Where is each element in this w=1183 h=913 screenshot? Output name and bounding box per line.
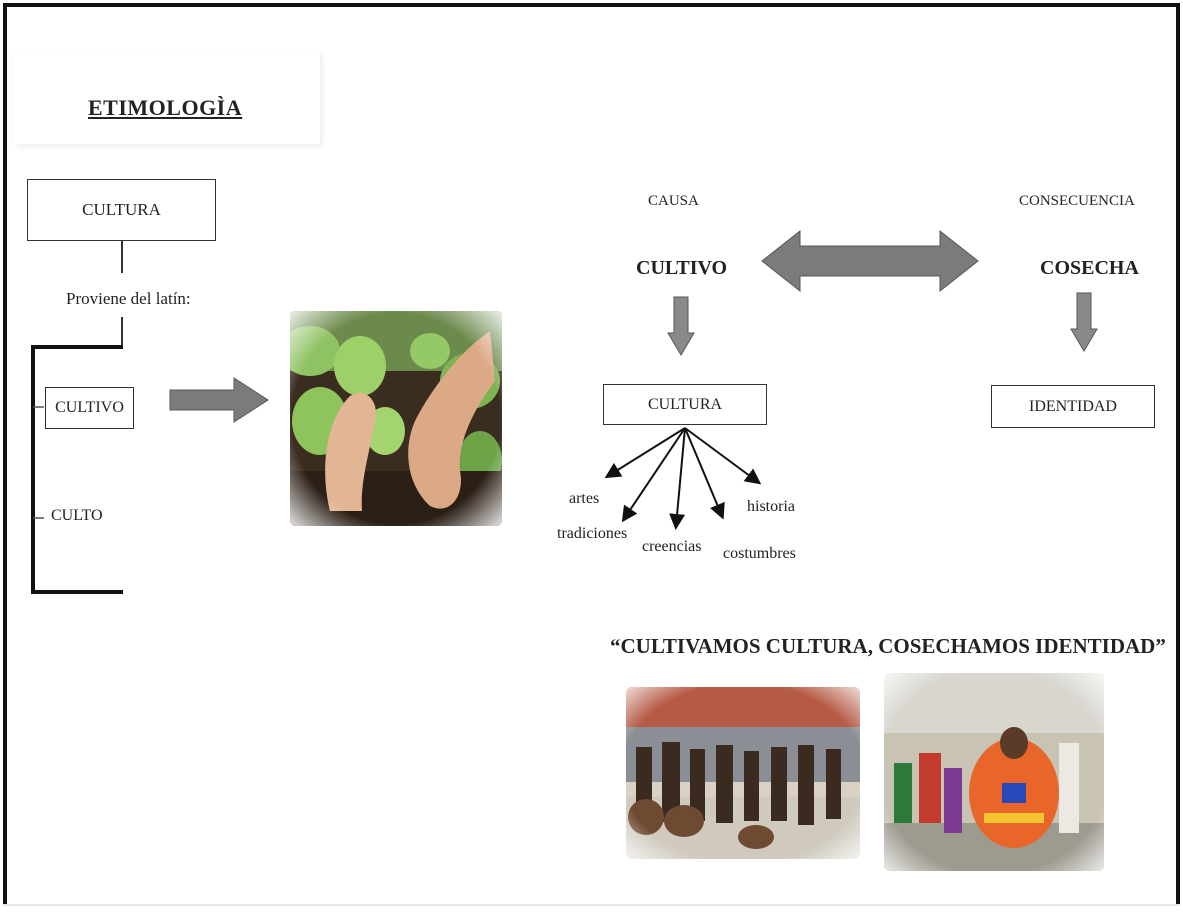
slogan-quote: “CULTIVAMOS CULTURA, COSECHAMOS IDENTIDA… — [610, 634, 1166, 658]
cultura-result-box: CULTURA — [603, 384, 767, 425]
double-arrow-icon — [761, 229, 979, 293]
right-arrow-icon — [169, 377, 269, 423]
cause-word: CULTIVO — [636, 257, 728, 279]
festival-dancers-photo — [884, 673, 1104, 871]
identidad-result-box: IDENTIDAD — [991, 385, 1155, 428]
page-title: ETIMOLOGÌA — [88, 95, 243, 120]
cultura-root-label: CULTURA — [82, 200, 161, 219]
down-arrow-icon — [1070, 292, 1098, 352]
culto-branch-label: CULTO — [51, 507, 103, 524]
identidad-result-label: IDENTIDAD — [1029, 397, 1117, 415]
bracket-lines — [31, 345, 123, 594]
cultura-result-label: CULTURA — [647, 395, 723, 413]
consequence-word: COSECHA — [1040, 257, 1139, 279]
element-costumbres: costumbres — [723, 545, 796, 562]
cause-label: CAUSA — [648, 193, 699, 209]
page-frame — [3, 3, 1180, 905]
origin-label: Proviene del latín: — [66, 289, 191, 308]
consequence-label: CONSECUENCIA — [1019, 193, 1135, 209]
cultura-root-box: CULTURA — [27, 179, 216, 241]
connector-line — [121, 317, 123, 347]
connector-line — [121, 241, 123, 273]
cultivo-branch-box: CULTIVO — [45, 387, 134, 429]
down-arrow-icon — [667, 296, 695, 356]
cultivo-branch-label: CULTIVO — [55, 399, 124, 416]
element-historia: historia — [747, 498, 795, 515]
element-artes: artes — [569, 490, 600, 507]
element-tradiciones: tradiciones — [557, 525, 628, 542]
hands-planting-photo — [290, 311, 502, 526]
bottom-divider — [3, 904, 1180, 906]
culture-elements-arrows — [604, 427, 762, 530]
element-creencias: creencias — [642, 538, 702, 555]
dance-procession-photo — [626, 687, 860, 859]
